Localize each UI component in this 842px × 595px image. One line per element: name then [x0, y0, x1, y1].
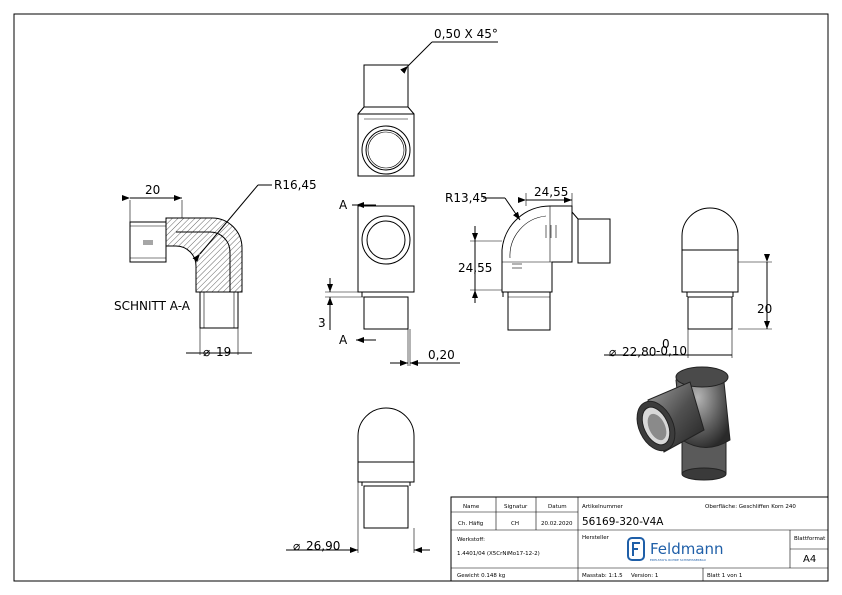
- diameter-symbol-26: ⌀: [293, 539, 300, 553]
- tb-header-datum: Datum: [548, 504, 567, 510]
- dim-3: 3: [318, 316, 326, 330]
- dim-radius-inner: R13,45: [445, 191, 488, 205]
- tb-datum-value: 20.02.2020: [541, 521, 573, 527]
- tb-oberflaeche: Oberfläche: Geschliffen Korn 240: [705, 504, 796, 510]
- dim-length-20-right: 20: [757, 302, 772, 316]
- tb-artikel-label: Artikelnummer: [582, 504, 624, 510]
- tb-gewicht: Gewicht 0.148 kg: [457, 573, 505, 579]
- chamfer-dimension: 0,50 X 45°: [434, 27, 498, 41]
- title-block: [450, 496, 829, 582]
- section-view: [129, 217, 243, 329]
- logo-subtext: EDELSTAHL ROHRE SCHWEISSERBAU: [650, 558, 706, 562]
- diameter-symbol-19: ⌀: [203, 345, 210, 359]
- dim-tolerance-lower: -0,10: [656, 344, 687, 358]
- dim-24-55-horizontal: 24,55: [534, 185, 568, 199]
- tb-blattformat-label: Blattformat: [794, 536, 826, 542]
- diameter-symbol-22: ⌀: [609, 345, 616, 359]
- tb-blatt: Blatt 1 von 1: [707, 573, 742, 579]
- bottom-view: [357, 407, 415, 529]
- logo-text: Feldmann: [650, 540, 724, 558]
- dim-diameter-26-90: 26,90: [306, 539, 340, 553]
- dim-0-20: 0,20: [428, 348, 455, 362]
- isometric-part-render: [636, 366, 731, 481]
- side-view: [501, 205, 611, 331]
- tb-werkstoff-label: Werkstoff:: [457, 537, 485, 543]
- dim-radius-outer: R16,45: [274, 178, 317, 192]
- dim-diameter-19: 19: [216, 345, 231, 359]
- section-marker-top: A: [339, 198, 348, 212]
- tb-blattformat-value: A4: [803, 554, 816, 565]
- section-label: SCHNITT A-A: [114, 299, 191, 313]
- tb-signatur-value: CH: [511, 521, 519, 527]
- feldmann-logo: Feldmann EDELSTAHL ROHRE SCHWEISSERBAU: [627, 537, 724, 562]
- right-view: [681, 207, 739, 330]
- section-marker-bottom: A: [339, 333, 348, 347]
- tb-hersteller-label: Hersteller: [582, 535, 610, 541]
- tb-header-signatur: Signatur: [504, 504, 528, 510]
- top-view: [357, 41, 498, 177]
- dim-tolerance-upper: 0: [662, 337, 670, 351]
- dim-length-20-left: 20: [145, 183, 160, 197]
- drawing-frame: [13, 13, 829, 582]
- tb-artikel-value: 56169-320-V4A: [582, 516, 664, 528]
- dim-24-55-vertical: 24,55: [458, 261, 492, 275]
- dim-diameter-22-80: 22,80: [622, 345, 656, 359]
- tb-version: Version: 1: [631, 573, 658, 579]
- tb-header-name: Name: [463, 504, 480, 510]
- front-view: [357, 205, 415, 330]
- tb-name-value: Ch. Häfig: [458, 521, 483, 527]
- tb-werkstoff-value: 1.4401/04 (X5CrNiMo17-12-2): [457, 551, 540, 557]
- tb-massstab: Masstab: 1:1.5: [582, 573, 623, 579]
